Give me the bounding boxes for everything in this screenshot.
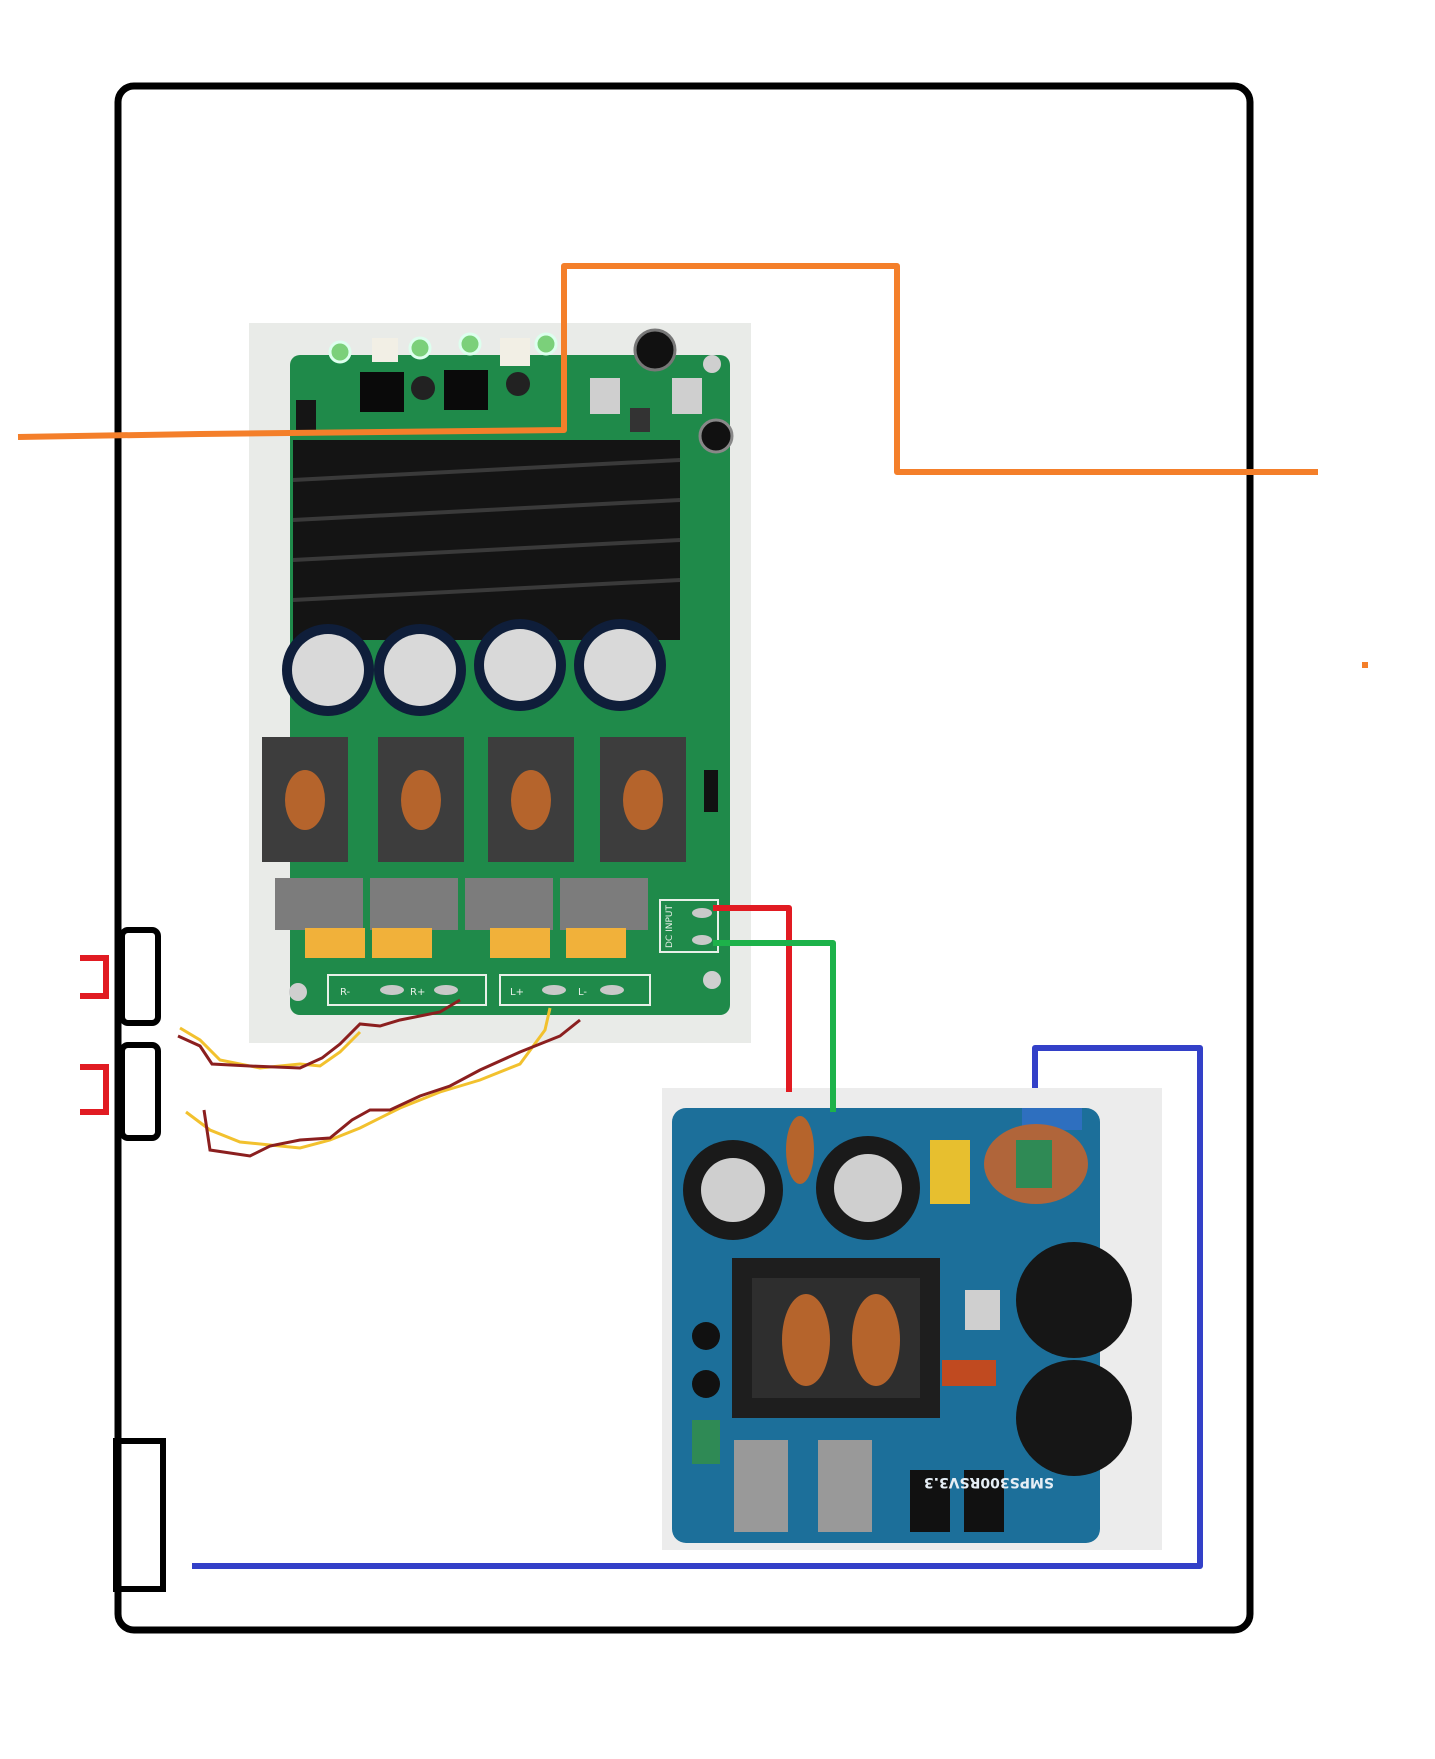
psu-x-capacitor	[930, 1140, 970, 1204]
orange-dot	[1362, 662, 1368, 668]
psu-capacitor	[1016, 1360, 1132, 1476]
maroon-speaker-wire-bottom	[202, 1018, 581, 1158]
amp-label-l-plus: L+	[510, 987, 524, 998]
psu-rectifier	[910, 1470, 950, 1532]
amp-top-components	[296, 328, 734, 454]
amp-output-inductors	[262, 737, 686, 862]
amplifier-board: DC INPUT R- R+ L+ L-	[249, 323, 751, 1043]
amp-diode	[704, 770, 718, 812]
blue-wire-mains	[192, 1045, 1203, 1569]
speaker-jack-top	[119, 927, 161, 1026]
amp-speaker-output-right	[327, 974, 487, 1006]
amp-heatsink	[292, 440, 681, 640]
amp-label-l-minus: L-	[578, 987, 587, 998]
red-wire-dc	[713, 905, 792, 1092]
amp-film-capacitors	[275, 878, 648, 958]
power-supply-board: SMPS300RSV3.3	[662, 1088, 1162, 1550]
red-bracket-bottom	[80, 1064, 109, 1115]
green-wire-dc	[713, 940, 836, 1112]
psu-model-label: SMPS300RSV3.3	[924, 1474, 1054, 1490]
amp-speaker-output-left	[499, 974, 651, 1006]
speaker-jack-bottom	[119, 1042, 161, 1141]
amp-mount-hole	[703, 971, 721, 989]
amp-label-r-plus: R+	[410, 987, 425, 998]
psu-rectifier	[964, 1470, 1004, 1532]
red-bracket-top	[80, 955, 109, 999]
yellow-speaker-wire-bottom	[185, 1007, 552, 1150]
psu-coil	[786, 1116, 814, 1184]
amp-label-r-minus: R-	[340, 987, 351, 998]
psu-capacitor	[1016, 1242, 1132, 1358]
amp-mount-hole	[289, 983, 307, 1001]
amp-dc-input-label: DC INPUT	[665, 905, 675, 948]
amp-filter-capacitors	[282, 619, 666, 716]
psu-mosfet-heatsink	[734, 1440, 788, 1532]
amp-mount-hole	[703, 355, 721, 373]
psu-mosfet-heatsink	[818, 1440, 872, 1532]
power-inlet	[113, 1438, 166, 1592]
orange-wire-left	[17, 263, 1318, 475]
enclosure-outline	[114, 82, 1254, 1634]
maroon-speaker-wire-top	[177, 998, 461, 1070]
